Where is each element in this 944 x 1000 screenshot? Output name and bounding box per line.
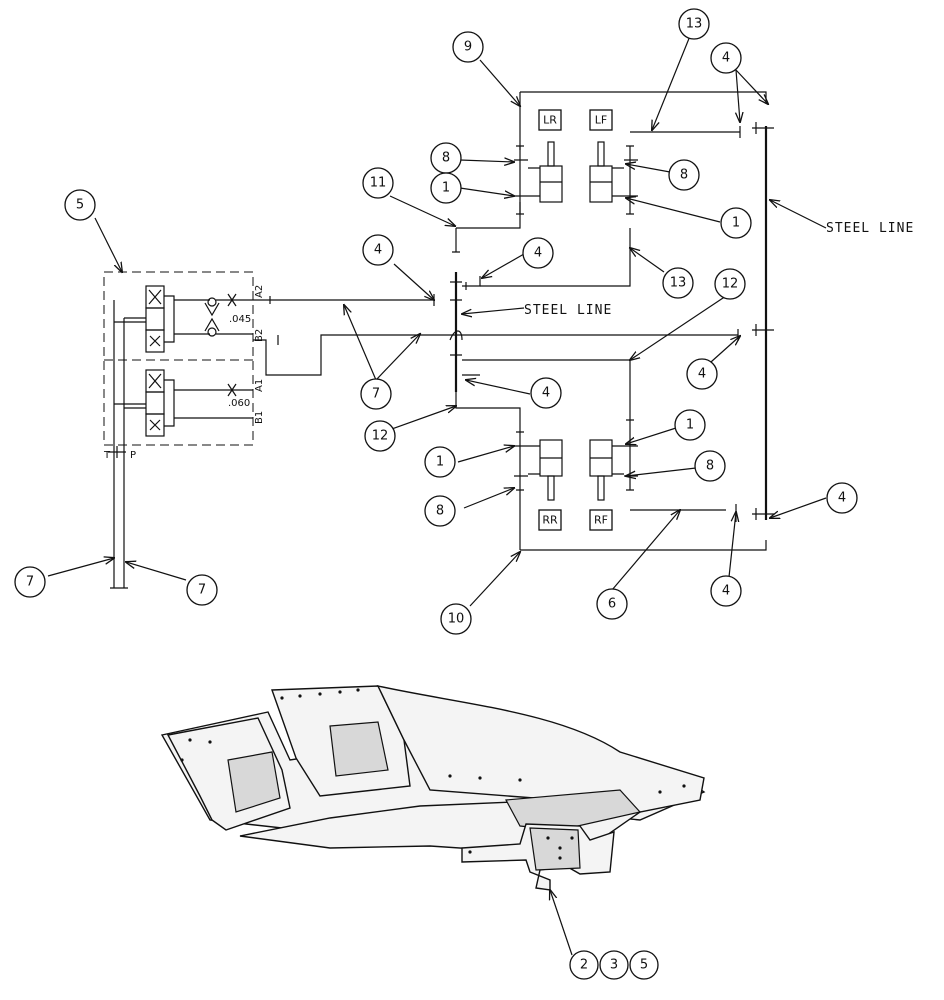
callout-5-bottom: 5 — [629, 950, 659, 980]
orifice-size-upper: .045 — [229, 314, 251, 325]
callout-11: 11 — [362, 167, 394, 199]
callout-12-left: 12 — [364, 420, 396, 452]
callout-5: 5 — [64, 189, 96, 221]
port-label-p: P — [130, 450, 136, 461]
svg-text:8: 8 — [680, 168, 688, 183]
svg-text:1: 1 — [686, 418, 694, 433]
svg-text:13: 13 — [670, 276, 687, 291]
svg-text:6: 6 — [608, 597, 616, 612]
callout-4-center-bottom: 4 — [530, 377, 562, 409]
svg-text:5: 5 — [640, 958, 648, 973]
svg-text:3: 3 — [610, 958, 618, 973]
cylinder-rf: RF — [589, 419, 638, 531]
port-label-b1: B1 — [254, 411, 265, 424]
steel-line-label-right: STEEL LINE — [826, 221, 914, 236]
cylinder-rr-label: RR — [542, 514, 558, 527]
callout-8-upper-right: 8 — [668, 159, 700, 191]
steel-line-label-center: STEEL LINE — [524, 303, 612, 318]
callout-4-top-right: 4 — [710, 42, 742, 74]
svg-text:7: 7 — [26, 575, 34, 590]
callout-1-upper-left: 1 — [430, 172, 462, 204]
valve-body-outline — [103, 271, 254, 446]
svg-text:7: 7 — [198, 583, 206, 598]
cylinder-lr-label: LR — [543, 114, 557, 127]
svg-text:5: 5 — [76, 198, 84, 213]
leader-lines — [47, 35, 827, 956]
port-label-b2: B2 — [254, 329, 265, 342]
svg-text:4: 4 — [534, 246, 542, 261]
port-label-t: T — [103, 450, 111, 461]
callout-10: 10 — [440, 603, 472, 635]
cylinder-lf-label: LF — [595, 114, 607, 127]
callout-8-lower-left: 8 — [424, 495, 456, 527]
callout-4-left: 4 — [362, 234, 394, 266]
frame-illustration — [160, 685, 706, 891]
callout-3: 3 — [599, 950, 629, 980]
svg-text:1: 1 — [732, 216, 740, 231]
callout-7-right: 7 — [186, 574, 218, 606]
svg-text:8: 8 — [706, 459, 714, 474]
svg-text:4: 4 — [374, 243, 382, 258]
port-label-a2: A2 — [254, 285, 265, 298]
svg-text:4: 4 — [698, 367, 706, 382]
callout-4-lower-right: 4 — [826, 482, 858, 514]
callout-1-lower-right: 1 — [674, 409, 706, 441]
callout-6: 6 — [596, 588, 628, 620]
valve-output-lines — [253, 294, 738, 376]
cylinder-rr: RR — [514, 431, 563, 531]
svg-text:13: 13 — [686, 17, 703, 32]
svg-text:4: 4 — [722, 51, 730, 66]
svg-text:4: 4 — [722, 584, 730, 599]
svg-text:7: 7 — [372, 387, 380, 402]
callout-7-center: 7 — [360, 378, 392, 410]
callout-2: 2 — [569, 950, 599, 980]
callout-13-top: 13 — [678, 8, 710, 40]
control-valve: .045 .060 A2 B2 A1 B1 T P — [103, 271, 265, 461]
callout-4-bottom: 4 — [710, 575, 742, 607]
callout-1-upper-right: 1 — [720, 207, 752, 239]
supply-return-lines — [110, 445, 128, 589]
callout-7-left: 7 — [14, 566, 46, 598]
svg-text:2: 2 — [580, 958, 588, 973]
callout-4-center-top: 4 — [522, 237, 554, 269]
svg-text:9: 9 — [464, 40, 472, 55]
callout-13-mid: 13 — [662, 267, 694, 299]
callout-8-lower-right: 8 — [694, 450, 726, 482]
svg-text:8: 8 — [436, 504, 444, 519]
svg-text:10: 10 — [448, 612, 465, 627]
cylinder-lf: LF — [589, 109, 638, 215]
callout-4-mid-right: 4 — [686, 358, 718, 390]
callout-1-lower-left: 1 — [424, 446, 456, 478]
callout-9: 9 — [452, 31, 484, 63]
cylinder-rf-label: RF — [594, 514, 608, 527]
svg-text:8: 8 — [442, 151, 450, 166]
svg-text:4: 4 — [542, 386, 550, 401]
main-lines — [519, 91, 774, 551]
svg-text:1: 1 — [442, 181, 450, 196]
port-label-a1: A1 — [254, 379, 265, 392]
svg-text:11: 11 — [370, 176, 387, 191]
svg-text:4: 4 — [838, 491, 846, 506]
svg-text:12: 12 — [372, 429, 389, 444]
svg-text:12: 12 — [722, 277, 739, 292]
callout-12-right: 12 — [714, 268, 746, 300]
cylinder-lr: LR — [514, 109, 563, 215]
callout-8-upper-left: 8 — [430, 142, 462, 174]
orifice-size-lower: .060 — [228, 398, 250, 409]
svg-text:1: 1 — [436, 455, 444, 470]
